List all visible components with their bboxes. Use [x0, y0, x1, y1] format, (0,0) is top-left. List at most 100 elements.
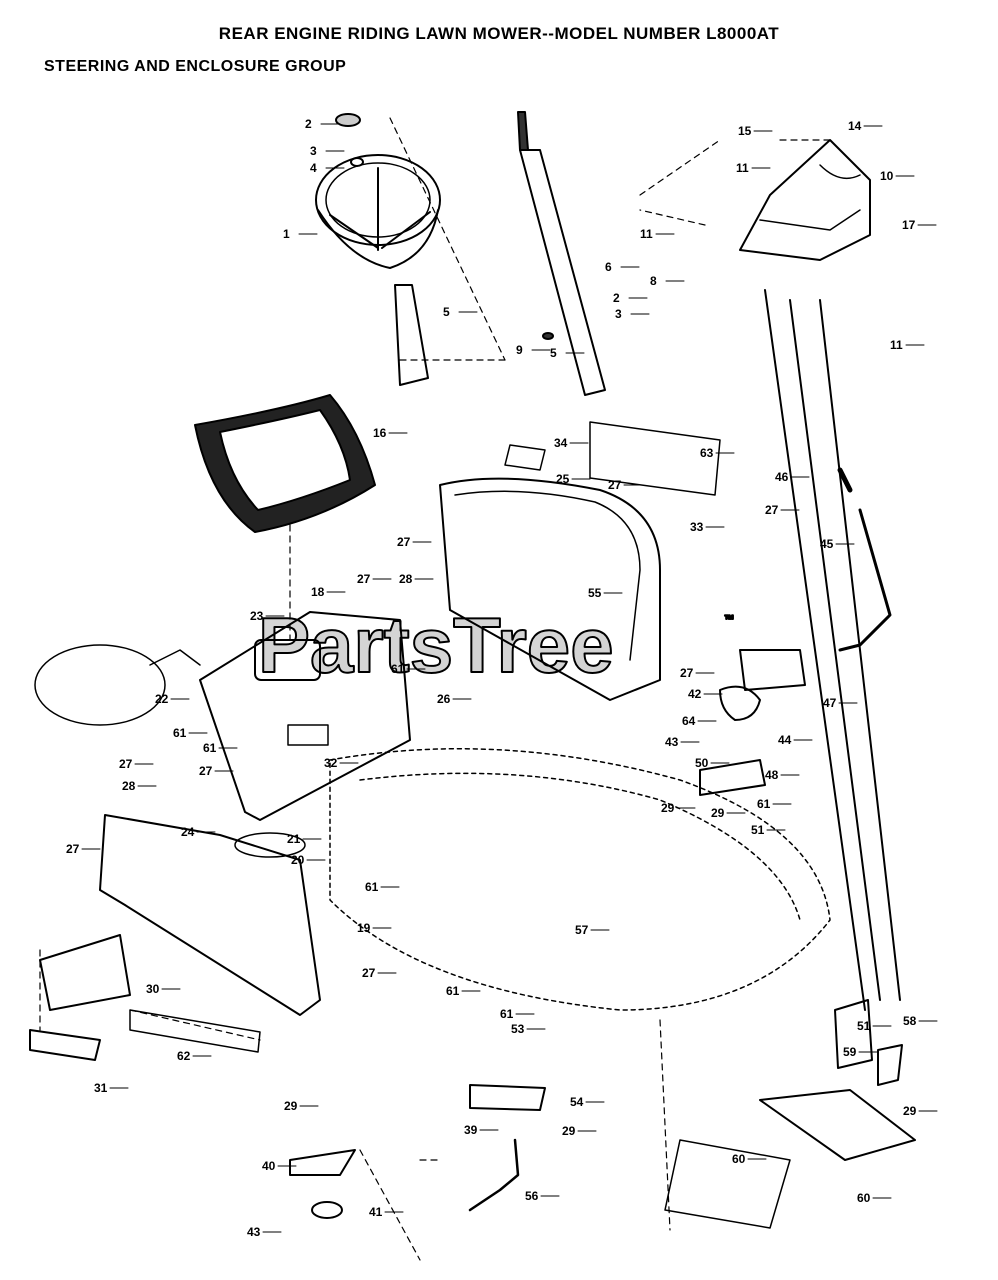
part-callout-25: 25	[556, 472, 570, 486]
part-callout-5: 5	[550, 346, 557, 360]
part-callout-16: 16	[373, 426, 387, 440]
footrest	[759, 999, 916, 1161]
part-callout-60: 60	[732, 1152, 746, 1166]
part-callout-33: 33	[690, 520, 704, 534]
part-callout-30: 30	[146, 982, 160, 996]
part-callout-1: 1	[283, 227, 290, 241]
part-callout-10: 10	[880, 169, 894, 183]
part-callout-57: 57	[575, 923, 589, 937]
diagram-title: REAR ENGINE RIDING LAWN MOWER--MODEL NUM…	[218, 24, 780, 43]
part-callout-59: 59	[843, 1045, 857, 1059]
part-callout-4: 4	[310, 161, 317, 175]
dash-panel	[739, 139, 901, 1011]
part-callout-32: 32	[324, 756, 338, 770]
part-callout-43: 43	[247, 1225, 261, 1239]
lower-linkage	[289, 1084, 546, 1219]
part-callout-51: 51	[751, 823, 765, 837]
part-callout-28: 28	[399, 572, 413, 586]
part-callout-29: 29	[284, 1099, 298, 1113]
part-callout-54: 54	[570, 1095, 584, 1109]
steering-column-cover	[394, 284, 429, 386]
mower-deck	[329, 748, 831, 1011]
part-callout-61: 61	[203, 741, 217, 755]
part-callout-2: 2	[613, 291, 620, 305]
part-callout-11: 11	[890, 338, 903, 352]
part-callout-29: 29	[903, 1104, 917, 1118]
part-callout-15: 15	[738, 124, 752, 138]
part-callout-9: 9	[516, 343, 523, 357]
part-callout-24: 24	[181, 825, 195, 839]
part-callout-63: 63	[700, 446, 714, 460]
part-callout-3: 3	[615, 307, 622, 321]
watermark: PartsTree	[258, 601, 614, 689]
part-callout-43: 43	[665, 735, 679, 749]
watermark-trademark: ™	[724, 614, 734, 625]
part-callout-60: 60	[857, 1191, 871, 1205]
guide-lines	[39, 117, 831, 1261]
part-callout-27: 27	[362, 966, 376, 980]
part-callout-61: 61	[446, 984, 460, 998]
part-callout-51: 51	[857, 1019, 871, 1033]
part-callout-44: 44	[778, 733, 792, 747]
part-callout-46: 46	[775, 470, 789, 484]
steering-shaft	[517, 111, 606, 396]
part-callout-55: 55	[588, 586, 602, 600]
part-callout-34: 34	[554, 436, 568, 450]
part-callout-29: 29	[562, 1124, 576, 1138]
front-plate	[29, 934, 131, 1061]
part-callout-64: 64	[682, 714, 696, 728]
seat	[194, 394, 376, 533]
part-callout-19: 19	[357, 921, 371, 935]
part-callout-61: 61	[391, 662, 405, 676]
part-callout-61: 61	[173, 726, 187, 740]
part-callout-42: 42	[688, 687, 702, 701]
part-callout-18: 18	[311, 585, 325, 599]
part-callout-27: 27	[119, 757, 133, 771]
decals	[129, 421, 791, 1229]
part-callout-27: 27	[608, 478, 622, 492]
part-callout-23: 23	[250, 609, 264, 623]
part-callout-27: 27	[66, 842, 80, 856]
part-callout-56: 56	[525, 1189, 539, 1203]
part-callout-40: 40	[262, 1159, 276, 1173]
rear-fender	[439, 477, 661, 701]
part-callout-11: 11	[736, 161, 749, 175]
part-callout-5: 5	[443, 305, 450, 319]
part-callout-58: 58	[903, 1014, 917, 1028]
part-callout-61: 61	[500, 1007, 514, 1021]
part-callout-45: 45	[820, 537, 834, 551]
part-callout-53: 53	[511, 1022, 525, 1036]
part-callout-22: 22	[155, 692, 169, 706]
part-callout-27: 27	[199, 764, 213, 778]
part-callout-47: 47	[823, 696, 837, 710]
part-callout-20: 20	[291, 853, 305, 867]
part-callout-27: 27	[680, 666, 694, 680]
part-callout-8: 8	[650, 274, 657, 288]
part-callout-27: 27	[357, 572, 371, 586]
part-callout-29: 29	[661, 801, 675, 815]
part-callout-17: 17	[902, 218, 916, 232]
part-callout-29: 29	[711, 806, 725, 820]
part-callout-61: 61	[365, 880, 379, 894]
throttle-cable	[34, 644, 201, 726]
part-callout-2: 2	[305, 117, 312, 131]
front-hood	[99, 814, 321, 1016]
diagram-subtitle: STEERING AND ENCLOSURE GROUP	[44, 58, 347, 75]
part-callout-61: 61	[757, 797, 771, 811]
part-callout-26: 26	[437, 692, 451, 706]
part-callout-50: 50	[695, 756, 709, 770]
part-callout-62: 62	[177, 1049, 191, 1063]
part-callout-27: 27	[765, 503, 779, 517]
part-callout-6: 6	[605, 260, 612, 274]
dash-tower	[199, 611, 411, 821]
part-callout-3: 3	[310, 144, 317, 158]
part-callout-31: 31	[94, 1081, 108, 1095]
part-callout-21: 21	[287, 832, 301, 846]
brake-linkage	[699, 649, 806, 796]
part-callout-39: 39	[464, 1123, 478, 1137]
steering-wheel	[315, 113, 441, 269]
shift-lever	[837, 467, 892, 652]
part-callout-41: 41	[369, 1205, 383, 1219]
part-callout-11: 11	[640, 227, 653, 241]
